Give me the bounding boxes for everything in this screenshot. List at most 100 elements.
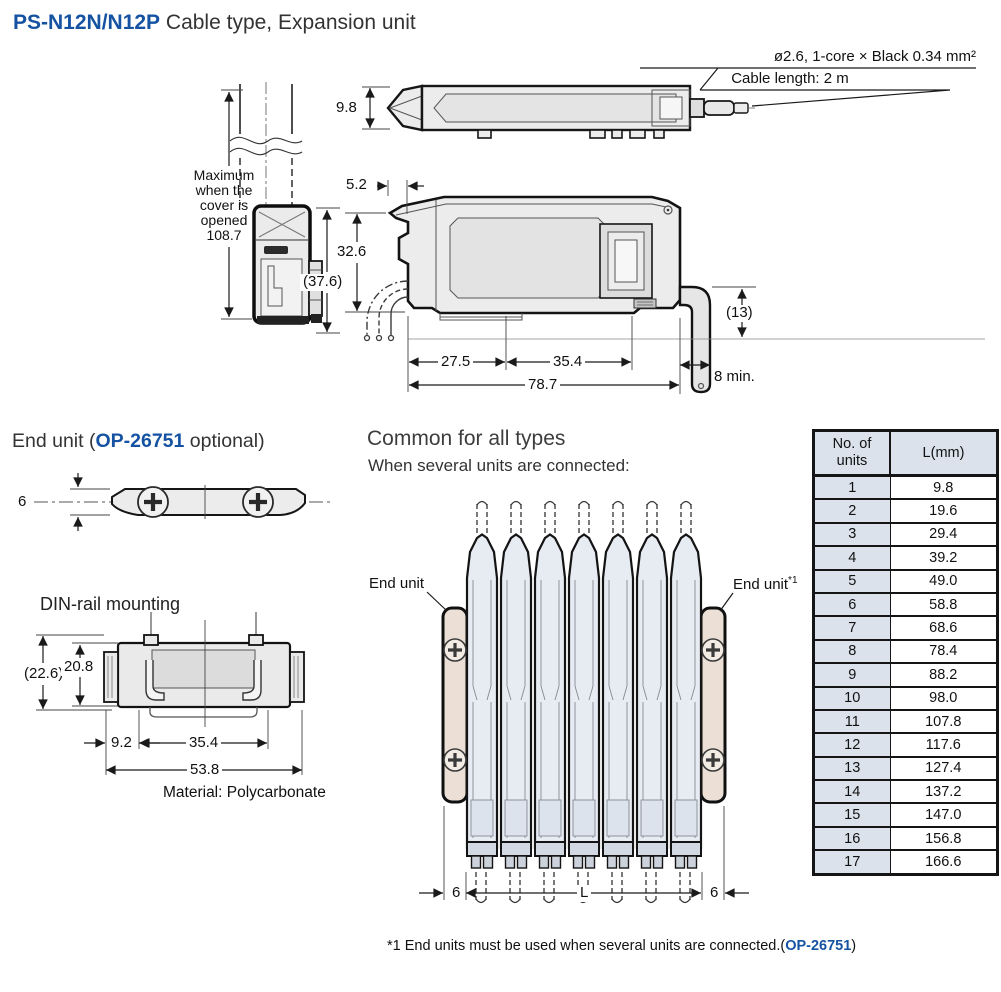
units-cell: 1 <box>813 474 891 500</box>
footnote-text: *1 End units must be used when several u… <box>387 938 786 954</box>
common-heading: Common for all types <box>367 427 566 450</box>
note-line: cover is <box>199 197 249 213</box>
length-cell: 127.4 <box>889 755 998 781</box>
units-cell: 15 <box>813 802 891 827</box>
length-cell: 147.0 <box>889 802 998 827</box>
units-cell: 6 <box>813 591 891 617</box>
dim-37-6: (37.6) <box>300 273 346 291</box>
expansion-unit-shape <box>669 500 703 904</box>
units-cell: 10 <box>813 685 891 710</box>
expansion-unit-shape <box>533 500 567 904</box>
end-unit-model-link[interactable]: OP-26751 <box>95 430 185 452</box>
table-header-row: No. of units L(mm) <box>812 429 999 477</box>
end-unit-plate-right <box>699 606 727 804</box>
col-header-length: L(mm) <box>889 429 999 477</box>
cable-length-label: Cable length: 2 m <box>731 70 849 87</box>
note-line: opened <box>200 212 248 228</box>
dim-22-6: (22.6) <box>21 665 67 683</box>
note-line: Maximum <box>193 167 255 183</box>
phillips-screw-icon <box>443 748 467 772</box>
dim-5-2: 5.2 <box>346 176 367 193</box>
length-cell: 68.6 <box>889 615 998 640</box>
length-cell: 39.2 <box>889 545 998 570</box>
dim-common-L: L <box>577 884 592 902</box>
dim-32-6: 32.6 <box>334 243 370 261</box>
dim-endunit-6: 6 <box>18 493 27 510</box>
end-unit-heading-prefix: End unit ( <box>12 430 96 452</box>
dim-20-8: 20.8 <box>61 658 97 676</box>
material-note: Material: Polycarbonate <box>163 784 326 801</box>
footnote-model-link[interactable]: OP-26751 <box>785 938 852 954</box>
units-cell: 16 <box>813 825 891 851</box>
note-line: 108.7 <box>206 227 242 243</box>
length-cell: 19.6 <box>889 498 998 523</box>
end-unit-label-right-sup: *1 <box>788 575 798 586</box>
length-cell: 137.2 <box>889 779 998 804</box>
end-unit-label-left: End unit <box>369 575 425 592</box>
din-rail-drawing <box>36 612 305 775</box>
phillips-screw-icon <box>701 638 725 662</box>
dim-78-7: 78.7 <box>525 376 561 394</box>
units-cell: 8 <box>813 638 891 664</box>
length-cell: 107.8 <box>889 708 998 734</box>
length-cell: 58.8 <box>889 591 998 617</box>
phillips-screw-icon <box>242 486 274 518</box>
page-title-rest: Cable type, Expansion unit <box>165 11 416 34</box>
dim-9-8: 9.8 <box>336 99 357 116</box>
model-code: PS-N12N/N12P <box>13 11 161 34</box>
dim-din-35-4: 35.4 <box>186 734 222 752</box>
dim-27-5: 27.5 <box>438 353 474 371</box>
cable-spec-label: ø2.6, 1-core × Black 0.34 mm² <box>773 48 976 65</box>
end-unit-plate-left <box>441 606 469 804</box>
expansion-unit-shape <box>465 500 499 904</box>
units-cell: 7 <box>813 615 891 640</box>
end-unit-label-right: End unit*1 <box>733 575 798 593</box>
units-cell: 3 <box>813 521 891 547</box>
length-cell: 29.4 <box>889 521 998 547</box>
end-unit-label-right-text: End unit <box>733 576 789 593</box>
units-cell: 4 <box>813 545 891 570</box>
length-cell: 49.0 <box>889 568 998 593</box>
footnote-suffix: ) <box>851 938 857 954</box>
expansion-unit-shape <box>567 500 601 904</box>
end-unit-drawing <box>34 473 330 531</box>
connected-units-group <box>465 500 703 904</box>
dim-35-4: 35.4 <box>550 353 586 371</box>
cover-open-note: Maximum when the cover is opened 108.7 <box>186 168 262 243</box>
length-cell: 156.8 <box>889 825 998 851</box>
phillips-screw-icon <box>443 638 467 662</box>
common-subheading: When several units are connected: <box>368 456 630 475</box>
units-cell: 17 <box>813 849 891 875</box>
phillips-screw-icon <box>701 748 725 772</box>
expansion-unit-shape <box>635 500 669 904</box>
length-cell: 166.6 <box>889 849 998 875</box>
dim-8min: 8 min. <box>714 368 755 385</box>
side-view-drawing <box>316 180 985 394</box>
units-cell: 11 <box>813 708 891 734</box>
footnote: *1 End units must be used when several u… <box>387 938 856 954</box>
dim-common-6-left: 6 <box>449 884 464 902</box>
din-rail-heading: DIN-rail mounting <box>40 594 181 614</box>
cover-open-cable-drawing <box>221 82 303 320</box>
length-cell: 98.0 <box>889 685 998 710</box>
front-view-drawing <box>252 204 323 325</box>
phillips-screw-icon <box>137 486 169 518</box>
